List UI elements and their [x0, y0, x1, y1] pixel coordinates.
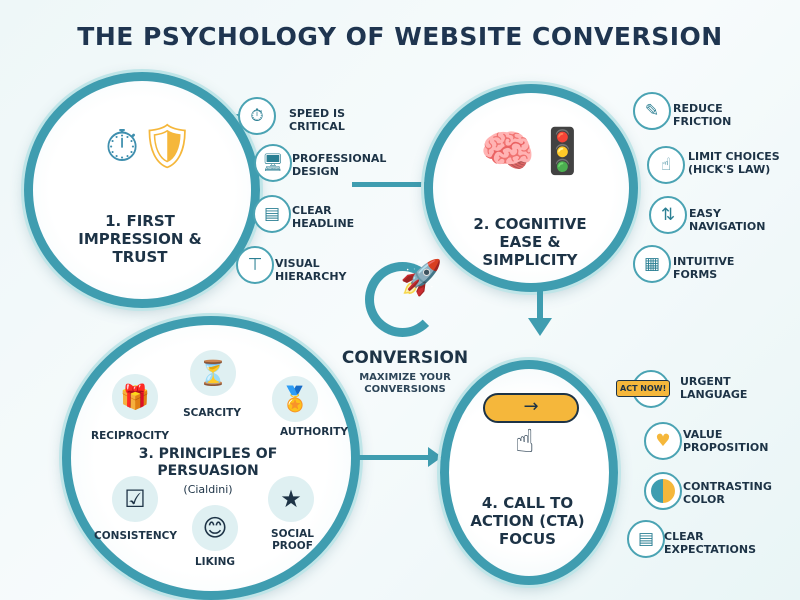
section3-title: 3. PRINCIPLES OF PERSUASION: [138, 446, 278, 479]
section4-title: 4. CALL TO ACTION (CTA) FOCUS: [470, 494, 585, 548]
hierarchy-icon: ⊤: [236, 246, 274, 284]
section3-circle: [62, 316, 360, 600]
pointer-hand-icon: ☝: [515, 422, 535, 460]
form-icon: ▦: [633, 245, 671, 283]
item-label: CLEAR EXPECTATIONS: [664, 530, 757, 556]
smiley-icon: 😊: [192, 505, 238, 551]
principle-label: SOCIAL PROOF: [271, 528, 314, 552]
center-subtitle: MAXIMIZE YOUR CONVERSIONS: [359, 372, 451, 395]
cta-button-click-icon: →: [483, 393, 579, 423]
principle-label: AUTHORITY: [280, 426, 348, 438]
direction-arrows-icon: ⇅: [649, 196, 687, 234]
principle-label: RECIPROCITY: [91, 430, 169, 442]
rocket-icon: 🚀: [400, 258, 443, 298]
item-label: VISUAL HIERARCHY: [275, 257, 347, 283]
arrow-right: [352, 174, 440, 194]
webpage-icon: ▤: [253, 195, 291, 233]
item-label: LIMIT CHOICES (HICK'S LAW): [688, 150, 780, 176]
hourglass-icon: ⏳: [190, 350, 236, 396]
section1-title: 1. FIRST IMPRESSION & TRUST: [78, 212, 202, 266]
arrow-down-head: [528, 318, 552, 336]
eraser-icon: ✎: [633, 92, 671, 130]
conversion-ring: [365, 262, 440, 337]
item-label: CONTRASTING COLOR: [683, 480, 772, 506]
item-label: VALUE PROPOSITION: [683, 428, 769, 454]
item-label: CLEAR HEADLINE: [292, 204, 355, 230]
principle-label: LIKING: [194, 556, 236, 568]
section2-title: 2. COGNITIVE EASE & SIMPLICITY: [473, 215, 587, 269]
stopwatch-shield-icon: ⏱🛡: [104, 121, 196, 172]
arrow-right: [358, 447, 442, 467]
gift-icon: 🎁: [112, 374, 158, 420]
item-label: PROFESSIONAL DESIGN: [292, 152, 387, 178]
section1-circle: [24, 72, 260, 308]
badge-icon: 🏅: [272, 376, 318, 422]
cursor-page-icon: ▤: [627, 520, 665, 558]
section2-circle: [424, 84, 638, 292]
checklist-icon: ☑: [112, 476, 158, 522]
item-label: INTUITIVE FORMS: [673, 255, 735, 281]
item-label: URGENT LANGUAGE: [680, 375, 748, 401]
principle-label: SCARCITY: [183, 407, 241, 419]
item-label: REDUCE FRICTION: [673, 102, 732, 128]
brain-road-icon: 🧠🚦: [480, 126, 590, 177]
page-title: THE PSYCHOLOGY OF WEBSITE CONVERSION: [77, 22, 723, 51]
hand-choice-icon: ☝: [647, 146, 685, 184]
section3-subtitle: (Cialdini): [183, 483, 233, 496]
monitor-icon: 🖥: [254, 144, 292, 182]
principle-label: CONSISTENCY: [94, 530, 177, 542]
center-title: CONVERSION: [341, 348, 469, 368]
item-label: EASY NAVIGATION: [689, 207, 766, 233]
arrow-down: [537, 290, 543, 318]
item-label: SPEED IS CRITICAL: [289, 107, 345, 133]
half-circle-icon: [644, 472, 682, 510]
stopwatch-icon: ⏱: [238, 97, 276, 135]
heart-hand-icon: ♥: [644, 422, 682, 460]
act-now-badge: ACT NOW!: [616, 380, 671, 397]
reviews-icon: ★: [268, 476, 314, 522]
